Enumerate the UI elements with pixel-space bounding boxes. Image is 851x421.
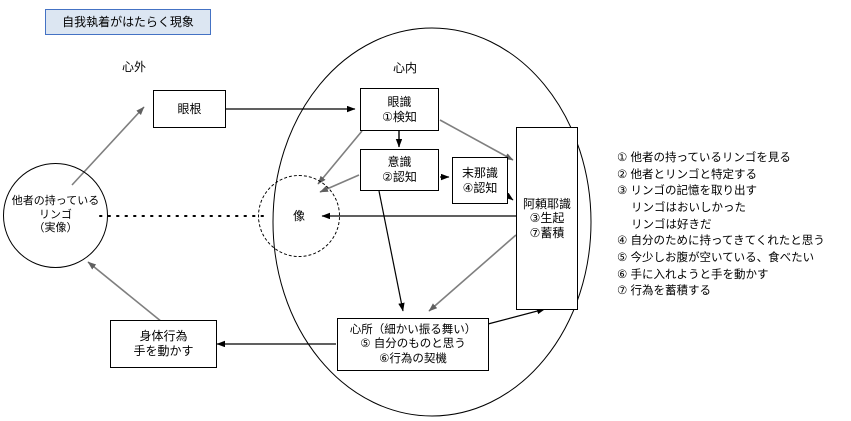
bodily-action-box: 身体行為 手を動かす bbox=[110, 320, 217, 368]
legend-item: リンゴは好きだ bbox=[631, 218, 712, 231]
alaya-consciousness-line-3: ⑦蓄積 bbox=[529, 225, 565, 240]
mental-factors-line-1: 心所（細かい振る舞い） bbox=[349, 324, 477, 337]
eye-consciousness-box: 眼識 ①検知 bbox=[360, 88, 439, 131]
inner-mind-region-label: 心内 bbox=[393, 59, 417, 76]
connector-manas-to-alaya bbox=[504, 192, 514, 201]
legend-item: リンゴはおいしかった bbox=[631, 202, 746, 215]
manas-consciousness-box: 末那識 ④認知 bbox=[452, 157, 508, 204]
alaya-consciousness-line-1: 阿頼耶識 bbox=[522, 196, 571, 211]
eye-consciousness-line-2: ①検知 bbox=[382, 109, 417, 124]
manas-consciousness-line-2: ④認知 bbox=[462, 180, 498, 195]
outer-mind-region-label: 心外 bbox=[122, 58, 146, 75]
connector-mind-consciousness-to-mental-factors bbox=[378, 190, 405, 312]
image-circle: 像 bbox=[258, 175, 340, 257]
mind-consciousness-line-1: 意識 bbox=[387, 155, 412, 170]
mental-factors-box: 心所（細かい振る舞い） ⑤ 自分のものと思う ⑥行為の契機 bbox=[337, 318, 489, 371]
legend-item: ② 他者とリンゴと特定する bbox=[617, 168, 758, 181]
external-apple-line-1: 他者の持っている bbox=[11, 195, 100, 208]
legend-item: ④ 自分のために持ってきてくれたと思う bbox=[617, 235, 825, 248]
external-apple-line-3: （実像） bbox=[33, 222, 78, 235]
image-label: 像 bbox=[292, 208, 305, 223]
inner-mind-region-label-text: 心内 bbox=[393, 61, 418, 75]
mental-factors-line-2: ⑤ 自分のものと思う bbox=[360, 338, 466, 351]
legend-item: ① 他者の持っているリンゴを見る bbox=[617, 152, 791, 164]
mind-consciousness-box: 意識 ②認知 bbox=[360, 149, 439, 191]
connector-alaya-to-mental-factors bbox=[428, 234, 517, 312]
mental-factors-line-3: ⑥行為の契機 bbox=[379, 352, 447, 365]
eye-organ-box: 眼根 bbox=[153, 90, 226, 128]
alaya-consciousness-line-2: ③生起 bbox=[529, 211, 565, 226]
eye-organ-label: 眼根 bbox=[177, 101, 202, 116]
connector-mental-factors-to-alaya bbox=[487, 307, 546, 325]
legend-item: ⑦ 行為を蓄積する bbox=[617, 285, 712, 298]
connector-bodily-action-to-apple bbox=[87, 261, 163, 323]
diagram-title-box: 自我執着がはたらく現象 bbox=[45, 9, 211, 35]
alaya-consciousness-box: 阿頼耶識 ③生起 ⑦蓄積 bbox=[516, 127, 578, 310]
legend-item: ⑤ 今少しお腹が空いている、食べたい bbox=[617, 252, 815, 265]
bodily-action-line-1: 身体行為 bbox=[139, 329, 188, 344]
bodily-action-line-2: 手を動かす bbox=[133, 344, 194, 358]
eye-consciousness-line-1: 眼識 bbox=[387, 94, 412, 109]
legend-list: ① 他者の持っているリンゴを見る ② 他者とリンゴと特定する ③ リンゴの記憶を… bbox=[617, 150, 849, 300]
legend-item: ⑥ 手に入れようと手を動かす bbox=[617, 268, 769, 281]
mind-consciousness-line-2: ②認知 bbox=[382, 170, 417, 184]
diagram-title-text: 自我執着がはたらく現象 bbox=[62, 14, 194, 29]
external-apple-line-2: リンゴ bbox=[39, 208, 72, 221]
manas-consciousness-line-1: 末那識 bbox=[461, 165, 498, 180]
connector-eye-consciousness-to-image bbox=[317, 130, 363, 185]
external-apple-circle: 他者の持っている リンゴ （実像） bbox=[3, 163, 108, 268]
outer-mind-region-label-text: 心外 bbox=[122, 60, 147, 74]
legend-item: ③ リンゴの記憶を取り出す bbox=[617, 185, 758, 198]
connector-eye-consciousness-to-alaya bbox=[439, 119, 514, 161]
